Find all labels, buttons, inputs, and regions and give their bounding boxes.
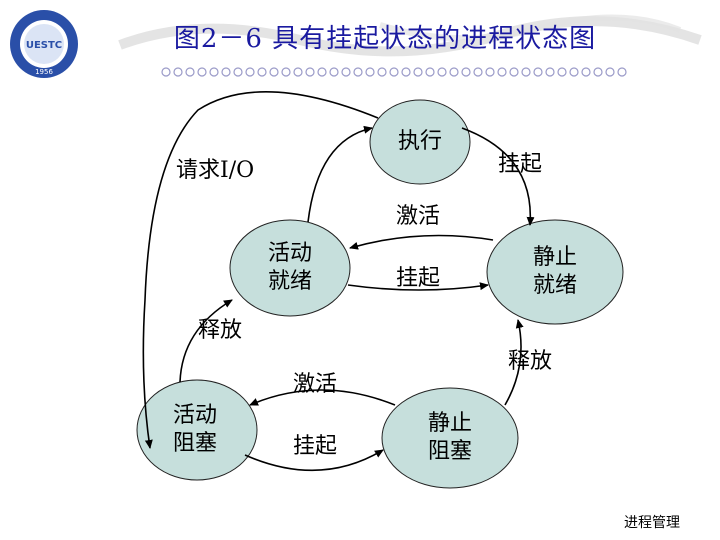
node-active-blocked-line2: 阻塞 [172,431,217,456]
node-static-blocked [381,387,519,489]
svg-text:UESTC: UESTC [26,40,62,51]
svg-text:1956: 1956 [35,68,53,76]
node-running [369,99,471,185]
edge-activate-static-blocked-to-blocked [249,389,396,406]
node-static-blocked-line2: 阻塞 [427,439,472,464]
edge-label-release-right: 释放 [508,349,553,374]
node-active-ready-line1: 活动 [267,241,312,266]
node-static-blocked-line1: 静止 [427,411,472,436]
edge-release-blocked-to-ready [179,299,233,383]
node-static-ready-line1: 静止 [532,245,577,270]
edge-dispatch-ready-to-running [307,125,373,223]
node-active-ready-line2: 就绪 [267,269,312,294]
edge-suspend-running-to-static-ready [461,127,535,226]
page-title: 图2－6 具有挂起状态的进程状态图 [173,24,597,54]
node-active-blocked-label: 活动 阻塞 [145,402,245,458]
node-static-blocked-label: 静止 阻塞 [400,410,500,466]
edge-label-activate-top: 激活 [396,204,441,229]
edge-label-release-left: 释放 [198,318,243,343]
edge-activate-static-ready-to-ready [349,234,494,250]
node-active-blocked [136,379,258,481]
edge-label-request-io: 请求I/O [176,158,255,183]
node-active-blocked-line1: 活动 [172,403,217,428]
node-static-ready [486,219,624,325]
edge-suspend-ready-to-static-ready [347,282,489,291]
node-active-ready-label: 活动 就绪 [240,240,340,296]
node-running-label: 执行 [397,129,442,154]
edge-release-static-blocked-to-static-ready [504,319,524,406]
node-static-ready-line2: 就绪 [532,273,577,298]
title-underline-decoration [161,67,627,77]
university-logo: UESTC 1956 [10,10,78,78]
edge-request-io-running-to-blocked [142,91,379,449]
edge-label-suspend-top: 挂起 [498,152,543,177]
node-active-ready [229,219,351,317]
edge-label-activate-bottom: 激活 [293,372,338,397]
footer-section-label: 进程管理 [624,515,680,531]
edge-suspend-blocked-to-static-blocked [244,449,384,472]
edge-label-suspend-mid: 挂起 [396,266,441,291]
title-decoration-brush [118,14,702,57]
node-static-ready-label: 静止 就绪 [505,244,605,300]
edge-label-suspend-bottom: 挂起 [293,434,338,459]
